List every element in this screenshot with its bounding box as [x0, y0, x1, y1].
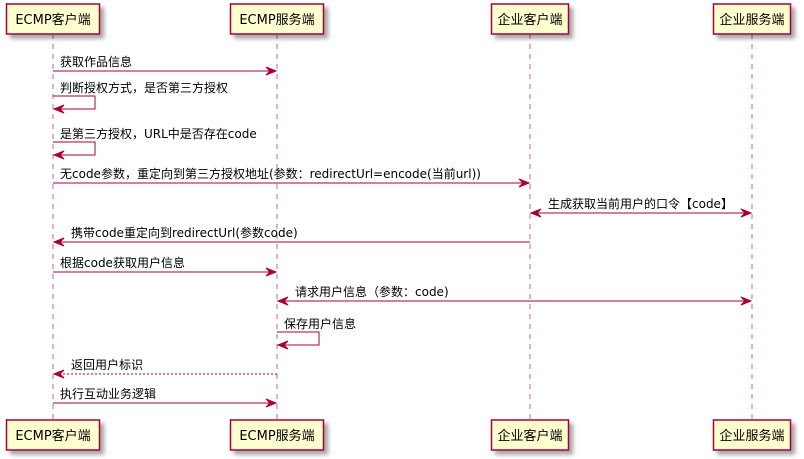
arrow-head — [52, 104, 65, 114]
participant-bottom-ecmp_client: ECMP客户端 — [5, 419, 101, 451]
participant-label: 企业服务端 — [719, 428, 784, 444]
self-arrow-line — [277, 331, 320, 346]
participant-top-ent_client: 企业客户端 — [490, 3, 570, 35]
participant-box — [712, 419, 792, 451]
message-label: 执行互动业务逻辑 — [60, 386, 156, 401]
participant-bottom-ent_client: 企业客户端 — [490, 419, 570, 451]
participant-box — [229, 3, 325, 35]
arrow-head — [276, 296, 289, 306]
arrow-head — [52, 237, 65, 247]
participant-label: ECMP客户端 — [15, 12, 90, 28]
message-7: 根据code获取用户信息 — [53, 255, 278, 277]
message-2: 判断授权方式，是否第三方授权 — [52, 80, 228, 114]
participant-bottom-ent_server: 企业服务端 — [712, 419, 792, 451]
message-11: 执行互动业务逻辑 — [53, 386, 278, 408]
arrow-head — [265, 66, 278, 76]
message-label: 请求用户信息（参数：code) — [295, 284, 449, 299]
self-arrow-line — [53, 141, 96, 156]
message-label: 根据code获取用户信息 — [60, 255, 185, 270]
message-8: 请求用户信息（参数：code) — [276, 284, 753, 306]
arrow-head — [52, 150, 65, 160]
participant-label: ECMP服务端 — [239, 428, 314, 444]
participant-box — [712, 3, 792, 35]
participant-label: ECMP服务端 — [239, 12, 314, 28]
participant-box — [5, 3, 101, 35]
message-3: 是第三方授权，URL中是否存在code — [52, 126, 257, 160]
participant-box — [490, 419, 570, 451]
arrow-head — [740, 296, 753, 306]
participant-label: ECMP客户端 — [15, 428, 90, 444]
arrow-head — [265, 398, 278, 408]
message-9: 保存用户信息 — [276, 316, 356, 350]
self-arrow-line — [53, 95, 96, 110]
message-label: 返回用户标识 — [71, 357, 143, 372]
arrow-head — [52, 369, 65, 379]
message-4: 无code参数，重定向到第三方授权地址(参数：redirectUrl=encod… — [53, 166, 531, 188]
message-6: 携带code重定向到redirectUrl(参数code) — [52, 225, 530, 247]
participant-label: 企业服务端 — [719, 12, 784, 28]
arrow-head — [518, 178, 531, 188]
participant-box — [5, 419, 101, 451]
participant-top-ent_server: 企业服务端 — [712, 3, 792, 35]
message-1: 获取作品信息 — [53, 54, 278, 76]
participant-box — [229, 419, 325, 451]
participant-label: 企业客户端 — [497, 12, 562, 28]
message-label: 携带code重定向到redirectUrl(参数code) — [71, 225, 298, 240]
message-label: 保存用户信息 — [284, 316, 356, 331]
message-label: 是第三方授权，URL中是否存在code — [60, 126, 257, 141]
arrow-head — [740, 208, 753, 218]
arrow-head — [265, 267, 278, 277]
participant-top-ecmp_server: ECMP服务端 — [229, 3, 325, 35]
message-label: 无code参数，重定向到第三方授权地址(参数：redirectUrl=encod… — [60, 166, 481, 181]
message-label: 获取作品信息 — [60, 54, 132, 69]
message-label: 判断授权方式，是否第三方授权 — [60, 80, 228, 95]
participant-label: 企业客户端 — [497, 428, 562, 444]
message-10: 返回用户标识 — [52, 357, 277, 379]
arrow-head — [529, 208, 542, 218]
participant-bottom-ecmp_server: ECMP服务端 — [229, 419, 325, 451]
arrow-head — [276, 340, 289, 350]
message-5: 生成获取当前用户的口令【code】 — [529, 196, 753, 218]
participant-top-ecmp_client: ECMP客户端 — [5, 3, 101, 35]
message-label: 生成获取当前用户的口令【code】 — [548, 196, 733, 211]
participant-box — [490, 3, 570, 35]
